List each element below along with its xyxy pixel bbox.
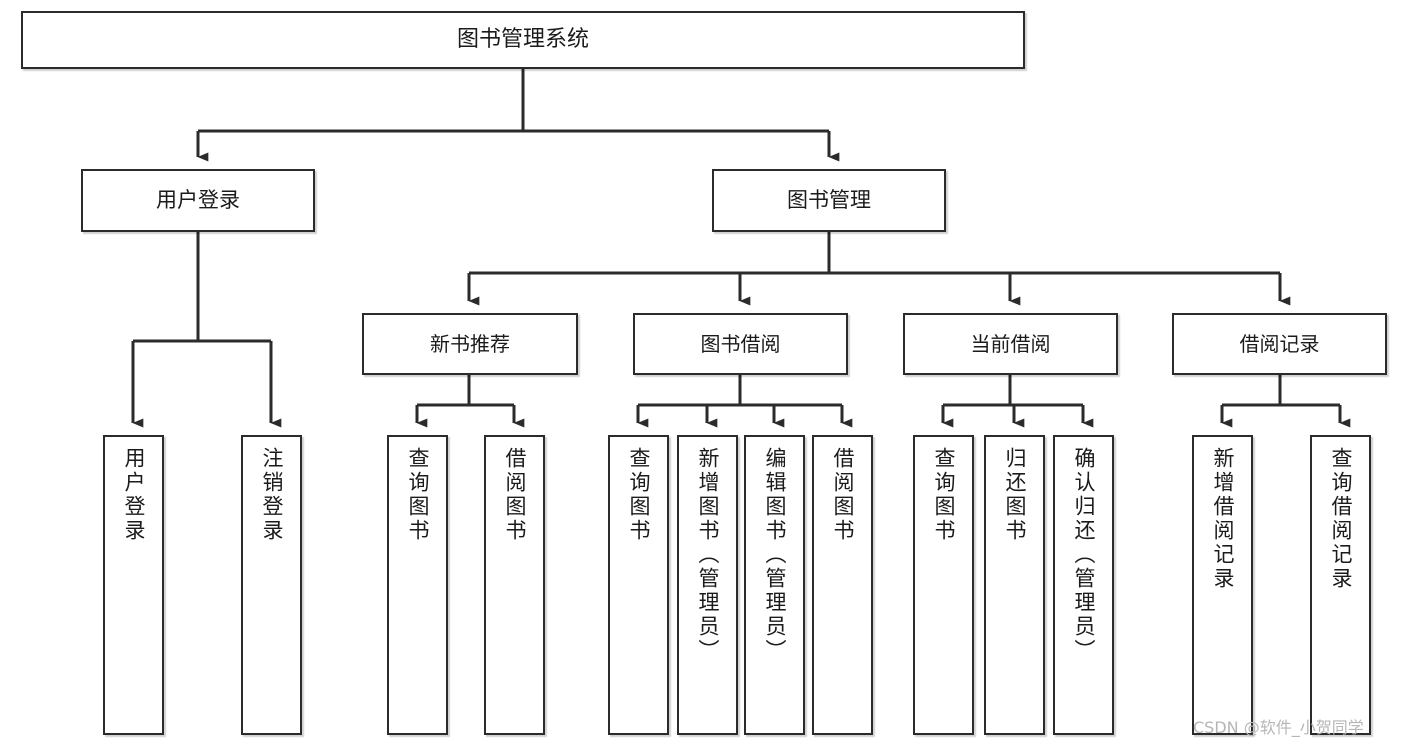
leaf-label: 借阅图书 (503, 447, 527, 543)
leaf-confirm-return-admin[interactable]: 确认归还（管理员） (1053, 435, 1114, 735)
leaf-label: 新增借阅记录 (1211, 447, 1235, 591)
leaf-edit-book-admin[interactable]: 编辑图书（管理员） (744, 435, 805, 735)
leaf-label: 确认归还（管理员） (1072, 447, 1096, 663)
leaf-label: 查询借阅记录 (1329, 447, 1353, 591)
node-label: 图书借阅 (700, 331, 781, 356)
node-book-management[interactable]: 图书管理 (712, 169, 946, 232)
node-borrowing-record[interactable]: 借阅记录 (1172, 313, 1387, 375)
leaf-label: 编辑图书（管理员） (763, 447, 787, 663)
leaf-label: 归还图书 (1003, 447, 1027, 543)
node-label: 图书管理 (787, 188, 871, 213)
node-current-borrowing[interactable]: 当前借阅 (903, 313, 1118, 375)
leaf-label: 用户登录 (122, 447, 146, 543)
node-label: 借阅记录 (1239, 331, 1320, 356)
leaf-label: 新增图书（管理员） (696, 447, 720, 663)
node-label: 用户登录 (156, 188, 240, 213)
leaf-label: 查询图书 (406, 447, 430, 543)
node-label: 新书推荐 (430, 331, 510, 356)
leaf-borrow-book-borrowing[interactable]: 借阅图书 (812, 435, 873, 735)
leaf-label: 借阅图书 (831, 447, 855, 543)
node-new-book-recommendation[interactable]: 新书推荐 (362, 313, 578, 375)
node-book-borrowing[interactable]: 图书借阅 (633, 313, 848, 375)
node-user-login[interactable]: 用户登录 (81, 169, 315, 232)
leaf-label: 查询图书 (932, 447, 956, 543)
leaf-add-book-admin[interactable]: 新增图书（管理员） (677, 435, 738, 735)
leaf-user-login[interactable]: 用户登录 (103, 435, 164, 735)
node-book-management-system[interactable]: 图书管理系统 (21, 11, 1025, 69)
leaf-query-borrowing-record[interactable]: 查询借阅记录 (1310, 435, 1371, 735)
leaf-query-book-new-book[interactable]: 查询图书 (387, 435, 448, 735)
leaf-borrow-book-new-book[interactable]: 借阅图书 (484, 435, 545, 735)
leaf-logout[interactable]: 注销登录 (241, 435, 302, 735)
leaf-label: 注销登录 (260, 447, 284, 543)
leaf-label: 查询图书 (627, 447, 651, 543)
leaf-add-borrowing-record[interactable]: 新增借阅记录 (1192, 435, 1253, 735)
leaf-return-book[interactable]: 归还图书 (984, 435, 1045, 735)
leaf-query-book-borrowing[interactable]: 查询图书 (608, 435, 669, 735)
node-label: 当前借阅 (970, 331, 1051, 356)
node-label: 图书管理系统 (456, 27, 589, 53)
leaf-query-book-current[interactable]: 查询图书 (913, 435, 974, 735)
